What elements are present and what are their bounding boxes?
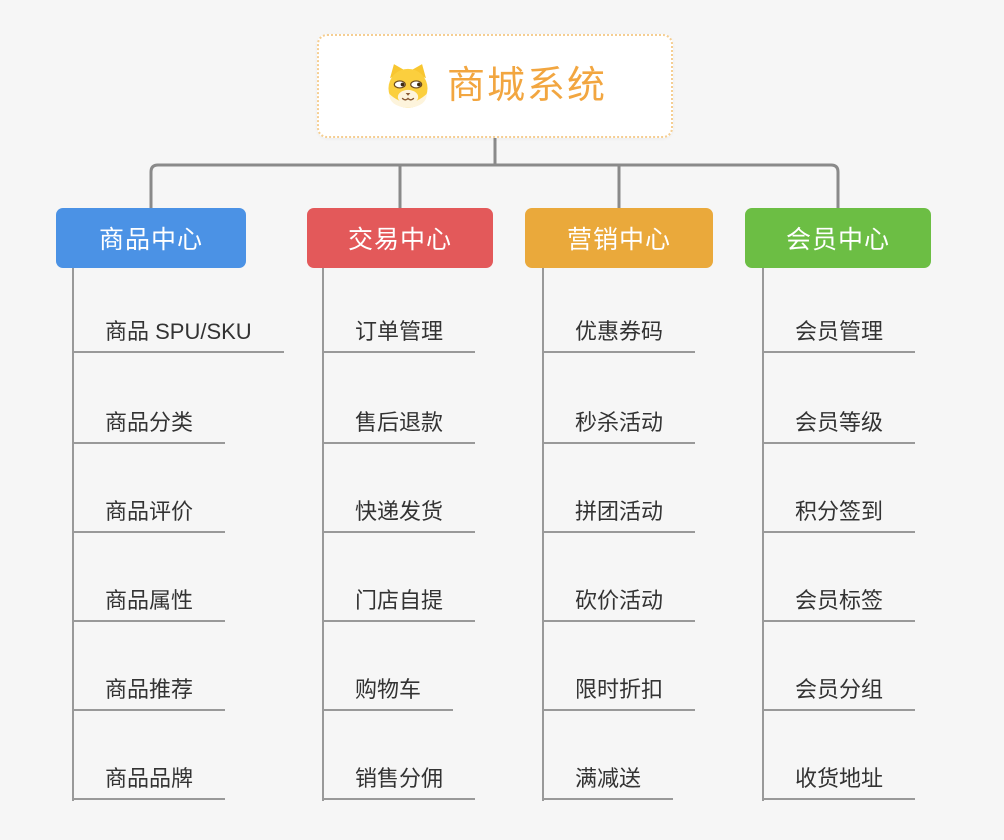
sub-item-label: 会员管理 (795, 319, 884, 345)
sub-item[interactable]: 商品评价 (72, 444, 226, 533)
sub-item-label: 售后退款 (355, 410, 444, 436)
sub-item-label: 优惠券码 (575, 319, 664, 345)
sub-item[interactable]: 会员标签 (762, 533, 916, 622)
sub-item-label: 会员等级 (795, 410, 884, 436)
sub-item[interactable]: 积分签到 (762, 444, 916, 533)
sub-item[interactable]: 商品 SPU/SKU (72, 268, 284, 353)
sub-item-label: 会员标签 (795, 588, 884, 614)
branch-items-product-center: 商品 SPU/SKU 商品分类 商品评价 商品属性 商品推荐 商品品牌 (72, 268, 284, 800)
sub-item-label: 商品分类 (105, 410, 194, 436)
sub-item-label: 订单管理 (355, 319, 444, 345)
sub-item-label: 快递发货 (355, 499, 444, 525)
dog-face-icon (388, 64, 428, 108)
branch-items-trade-center: 订单管理 售后退款 快递发货 门店自提 购物车 销售分佣 (322, 268, 476, 800)
root-title: 商城系统 (446, 65, 607, 107)
branch-rail-line (149, 163, 840, 208)
sub-item[interactable]: 优惠券码 (542, 268, 696, 353)
sub-item-label: 商品推荐 (105, 677, 194, 703)
sub-item[interactable]: 售后退款 (322, 353, 476, 444)
sub-item[interactable]: 快递发货 (322, 444, 476, 533)
sub-item-label: 会员分组 (795, 677, 884, 703)
sub-item[interactable]: 商品属性 (72, 533, 226, 622)
branch-items-marketing-center: 优惠券码 秒杀活动 拼团活动 砍价活动 限时折扣 满减送 (542, 268, 696, 800)
sub-item[interactable]: 会员等级 (762, 353, 916, 444)
sub-item[interactable]: 会员分组 (762, 622, 916, 711)
sub-item-label: 积分签到 (795, 499, 884, 525)
sub-item-label: 砍价活动 (575, 588, 664, 614)
sub-item[interactable]: 商品分类 (72, 353, 226, 444)
root-node[interactable]: 商城系统 (317, 34, 673, 138)
sub-item-label: 商品 SPU/SKU (105, 319, 252, 345)
sub-item[interactable]: 收货地址 (762, 711, 916, 800)
sub-item[interactable]: 砍价活动 (542, 533, 696, 622)
sub-item-label: 限时折扣 (575, 677, 664, 703)
sub-item-label: 秒杀活动 (575, 410, 664, 436)
branch-node-trade-center[interactable]: 交易中心 (307, 208, 493, 268)
sub-item[interactable]: 销售分佣 (322, 711, 476, 800)
sub-item-label: 满减送 (575, 766, 642, 792)
sub-item[interactable]: 商品推荐 (72, 622, 226, 711)
branch-node-marketing-center[interactable]: 营销中心 (525, 208, 713, 268)
sub-item[interactable]: 会员管理 (762, 268, 916, 353)
sub-item[interactable]: 秒杀活动 (542, 353, 696, 444)
sub-item[interactable]: 商品品牌 (72, 711, 226, 800)
sub-item[interactable]: 限时折扣 (542, 622, 696, 711)
sub-item[interactable]: 订单管理 (322, 268, 476, 353)
sub-item-label: 销售分佣 (355, 766, 444, 792)
sub-item[interactable]: 拼团活动 (542, 444, 696, 533)
sub-item-label: 拼团活动 (575, 499, 664, 525)
sub-item-label: 门店自提 (355, 588, 444, 614)
sub-item-label: 商品属性 (105, 588, 194, 614)
sub-item-label: 商品评价 (105, 499, 194, 525)
branch-node-product-center[interactable]: 商品中心 (56, 208, 246, 268)
sub-item-label: 收货地址 (795, 766, 884, 792)
branch-items-member-center: 会员管理 会员等级 积分签到 会员标签 会员分组 收货地址 (762, 268, 916, 800)
branch-node-member-center[interactable]: 会员中心 (745, 208, 931, 268)
sub-item[interactable]: 满减送 (542, 711, 674, 800)
sub-item-label: 商品品牌 (105, 766, 194, 792)
sub-item[interactable]: 门店自提 (322, 533, 476, 622)
sub-item-label: 购物车 (355, 677, 422, 703)
sub-item[interactable]: 购物车 (322, 622, 454, 711)
